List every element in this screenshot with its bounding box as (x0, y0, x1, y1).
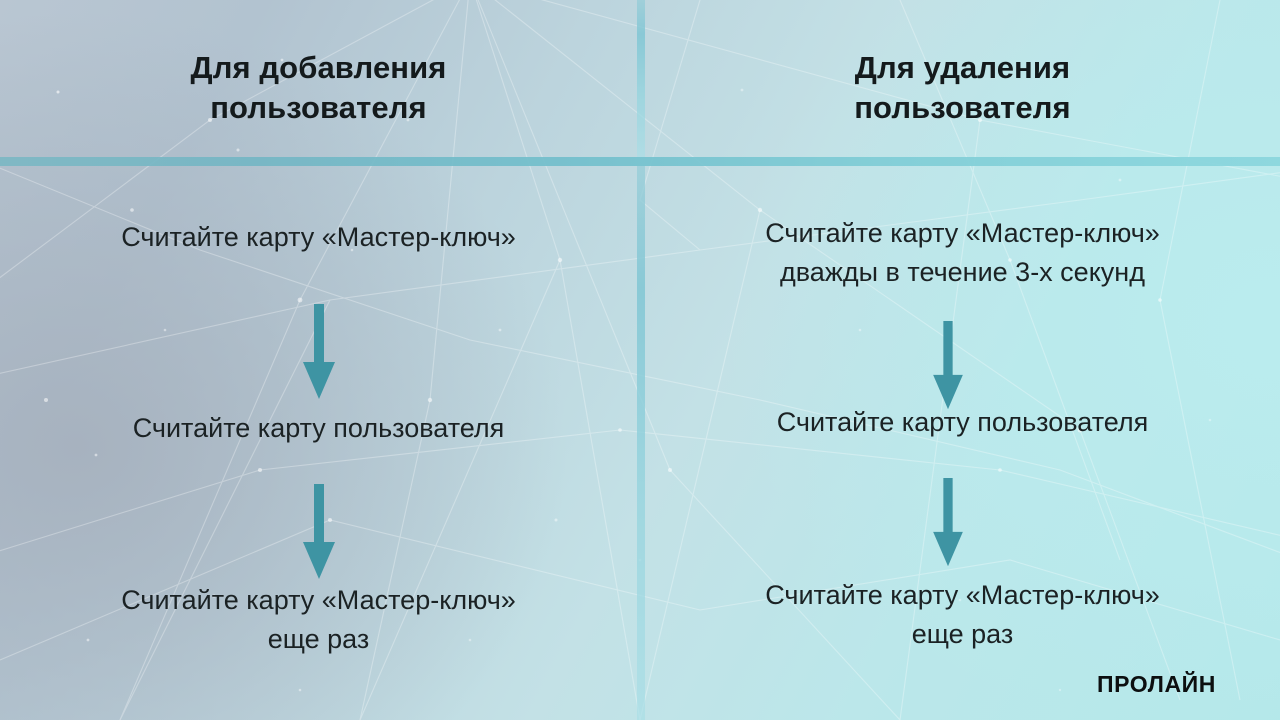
down-arrow-icon (922, 321, 974, 410)
right-step-1-text: Считайте карту «Мастер-ключ» дважды в те… (765, 218, 1160, 287)
column-right-steps: Считайте карту «Мастер-ключ» дважды в те… (645, 166, 1280, 720)
column-add-user: Для добавления пользователя Считайте кар… (0, 0, 637, 720)
column-delete-user: Для удаления пользователя Считайте карту… (645, 0, 1280, 720)
brand-logo: ПРОЛАЙН (1097, 671, 1216, 697)
down-arrow-icon (291, 304, 347, 399)
column-right-title: Для удаления пользователя (854, 50, 1071, 126)
header-separator-rule (0, 157, 1280, 166)
column-divider-bottom (637, 166, 645, 720)
down-arrow-icon (922, 478, 974, 567)
column-left-title: Для добавления пользователя (190, 50, 447, 126)
left-step-1-text: Считайте карту «Мастер-ключ» (121, 222, 516, 252)
right-step-2-text: Считайте карту пользователя (776, 407, 1149, 437)
column-divider-top (637, 0, 645, 157)
column-left-steps: Считайте карту «Мастер-ключ» Считайте ка… (0, 166, 637, 720)
right-step-3-text: Считайте карту «Мастер-ключ» еще раз (765, 580, 1160, 649)
left-step-2-text: Считайте карту пользователя (132, 413, 505, 443)
down-arrow-icon (291, 484, 347, 579)
left-step-3-text: Считайте карту «Мастер-ключ» еще раз (121, 585, 516, 654)
